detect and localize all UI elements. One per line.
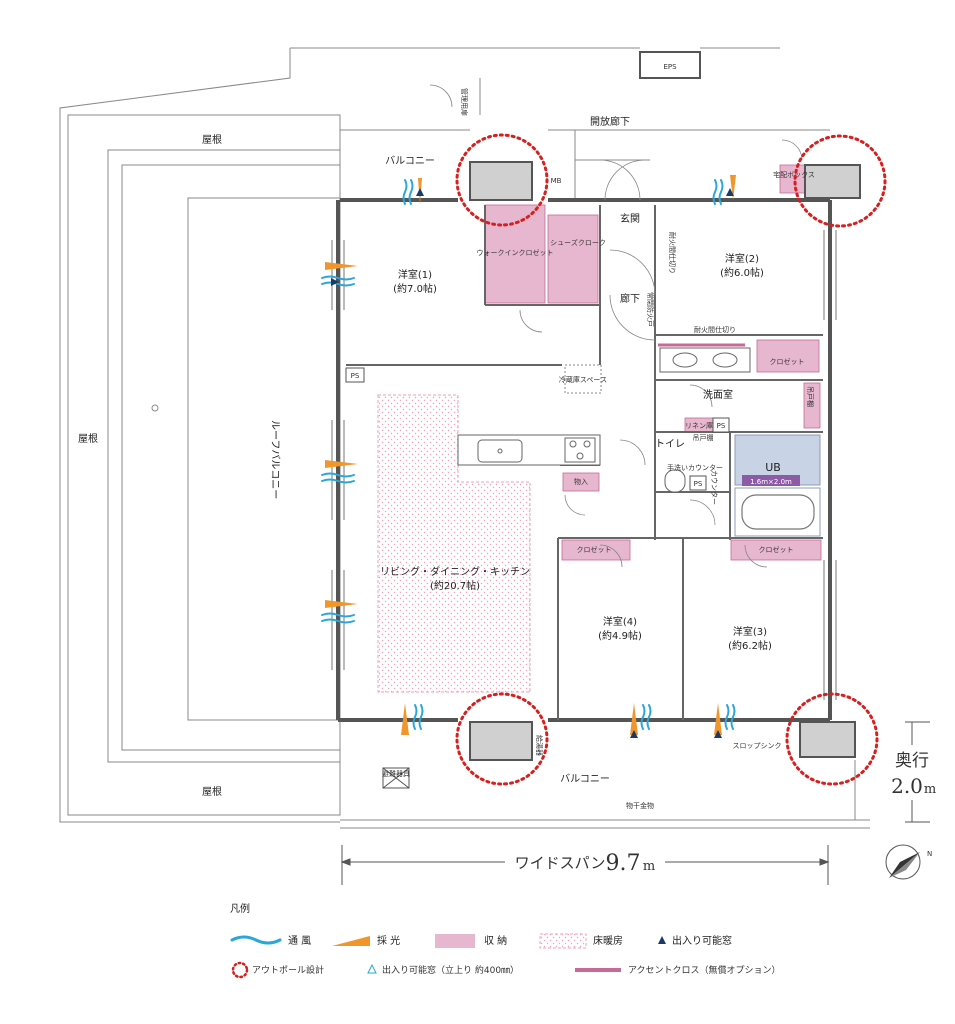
legend-floor-heating-label: 床暖房 <box>593 934 623 947</box>
hinan-label: 避難器具 <box>382 769 410 778</box>
storage-areas <box>484 164 822 561</box>
svg-text:PS: PS <box>694 480 703 488</box>
room2-name: 洋室(2) <box>725 252 759 265</box>
legend-wind-label: 通 風 <box>288 935 311 947</box>
closet-label-room3: クロゼット <box>759 545 794 554</box>
legend-wind-icon <box>230 935 282 945</box>
ldk-name: リビング・ダイニング・キッチン <box>380 565 530 578</box>
kitchen-island <box>457 434 601 466</box>
legend-storage-label: 収 納 <box>484 934 507 947</box>
ub-label: UB <box>765 461 781 474</box>
corridor-label: 開放廊下 <box>590 115 630 128</box>
legend-access-window-label: 出入り可能窓 <box>672 934 732 947</box>
depth-unit: m <box>924 782 936 797</box>
ps-box-2: PS <box>712 417 730 433</box>
taika-door-label: 常閉防火戸 <box>646 292 655 327</box>
kyuto-label: 給湯器 <box>535 735 544 756</box>
legend-access-window-icon <box>658 936 666 944</box>
room4-size: (約4.9帖) <box>598 629 642 642</box>
legend-outpole-label: アウトポール設計 <box>252 964 324 976</box>
kanri-label: 管理用扉 <box>460 88 469 116</box>
span-unit: m <box>643 859 655 874</box>
shoes-label: シューズクローク <box>550 238 606 247</box>
roof-left-label: 屋根 <box>78 432 98 445</box>
room3-size: (約6.2帖) <box>728 639 772 652</box>
monoire-label: 物入 <box>574 477 588 486</box>
taika-shikiri-label-h: 耐火間仕切り <box>694 325 736 334</box>
rinen-label: リネン庫 <box>685 421 713 430</box>
legend-floor-heating-icon <box>539 933 587 949</box>
depth-value: 2.0 <box>891 774 923 798</box>
svg-text:EPS: EPS <box>663 63 677 71</box>
room2-size: (約6.0帖) <box>720 266 764 279</box>
balcony-bottom-label: バルコニー <box>560 773 610 785</box>
legend-raised-window-icon <box>367 963 377 974</box>
eps-box: EPS <box>639 51 701 79</box>
columns <box>469 161 861 761</box>
legend-light-icon <box>332 936 370 946</box>
toilet-label: トイレ <box>655 439 685 450</box>
room1-size: (約7.0帖) <box>393 282 437 295</box>
fridge-space <box>564 364 602 394</box>
outpole-circles <box>455 133 887 786</box>
evacuation-hatch <box>382 767 410 789</box>
rouka-label: 廊下 <box>620 292 640 305</box>
window-access-markers <box>331 188 734 738</box>
ldk-size: (約20.7帖) <box>430 579 480 592</box>
interior-walls <box>346 205 823 720</box>
roof-balcony-label: ルーフバルコニー <box>269 420 281 499</box>
unit-bath <box>734 434 821 537</box>
walkin-label: ウォークインクロゼット <box>477 248 554 257</box>
tearai-label: 手洗いカウンター <box>667 463 723 472</box>
legend-raised-window-label: 出入り可能窓（立上り 約400㎜） <box>382 964 519 976</box>
slop-label: スロップシンク <box>733 742 782 750</box>
mb-label: MB <box>551 177 562 185</box>
span-value: 9.7 <box>606 851 641 876</box>
wash-fixtures <box>659 347 751 493</box>
room4-name: 洋室(4) <box>603 615 637 628</box>
span-label: ワイドスパン <box>515 854 606 872</box>
legend-storage-icon <box>435 934 475 948</box>
svg-text:PS: PS <box>717 422 726 430</box>
ps-box-1: PS <box>345 367 365 383</box>
span-dimension <box>340 845 830 885</box>
ps-box-3: PS <box>689 475 707 491</box>
legend-outpole-icon <box>231 961 249 979</box>
monohoshi-label: 物干金物 <box>626 801 654 810</box>
door-swings <box>429 84 803 568</box>
legend-title: 凡例 <box>230 902 250 915</box>
north-arrow-icon <box>885 844 921 880</box>
closet-label-room4: クロゼット <box>577 545 612 554</box>
balcony-top-label: バルコニー <box>385 155 435 167</box>
light-icons <box>325 175 736 735</box>
svg-text:PS: PS <box>351 372 360 380</box>
legend-accent-cloth-icon <box>575 968 621 972</box>
legend-light-label: 採 光 <box>377 934 400 947</box>
senmen-label: 洗面室 <box>703 388 733 401</box>
closet-label-hall: クロゼット <box>770 357 805 366</box>
depth-dimension <box>905 721 930 823</box>
tsuri-label-toilet: 吊戸棚 <box>693 433 714 442</box>
wind-icons <box>321 179 736 730</box>
north-label: N <box>927 850 932 858</box>
room3-name: 洋室(3) <box>733 625 767 638</box>
ub-size-label: 1.6m×2.0m <box>750 478 792 486</box>
counter-label: カウンター <box>710 470 719 505</box>
windows <box>331 230 837 700</box>
room1-name: 洋室(1) <box>398 268 432 281</box>
roof-top-label: 屋根 <box>202 133 222 146</box>
floor-heating-area <box>377 394 531 693</box>
roof-bottom-label: 屋根 <box>202 785 222 798</box>
taika-shikiri-label-v: 耐火間仕切り <box>668 232 677 274</box>
tsuri-label-senmen: 吊戸棚 <box>806 386 815 407</box>
genkan-label: 玄関 <box>620 212 640 225</box>
depth-label: 奥行 <box>895 751 929 771</box>
legend-accent-cloth-label: アクセントクロス（無償オプション） <box>628 964 781 976</box>
fridge-label: 冷蔵庫スペース <box>559 375 607 384</box>
takuhai-label: 宅配ボックス <box>773 170 815 179</box>
